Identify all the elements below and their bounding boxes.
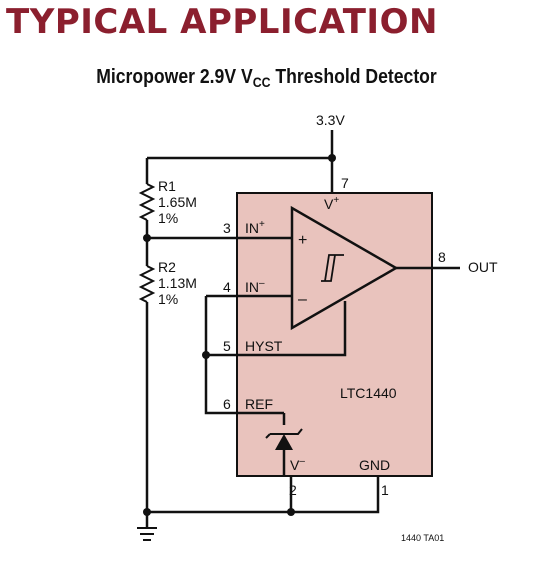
junction-dot bbox=[143, 508, 151, 516]
ground-icon bbox=[137, 527, 157, 541]
zener-diode-icon bbox=[275, 434, 293, 450]
pin6-number: 6 bbox=[223, 396, 231, 412]
pin3-name: IN bbox=[245, 220, 259, 236]
pin7-label: V+ bbox=[324, 195, 339, 212]
figure-title: Micropower 2.9V VCC Threshold Detector bbox=[32, 66, 501, 90]
pin3-number: 3 bbox=[223, 220, 231, 236]
pin1-number: 1 bbox=[381, 482, 389, 498]
pin7-name: V bbox=[324, 196, 334, 212]
noninverting-sign: + bbox=[298, 232, 307, 249]
pin6-label: REF bbox=[245, 396, 273, 412]
pin3-label: IN+ bbox=[245, 219, 265, 236]
junction-dot bbox=[287, 508, 295, 516]
r2-name: R2 bbox=[158, 259, 176, 275]
title-text-end: Threshold Detector bbox=[270, 66, 437, 88]
inverting-sign: – bbox=[298, 291, 307, 308]
pin4-number: 4 bbox=[223, 279, 231, 295]
section-heading: TYPICAL APPLICATION bbox=[6, 2, 438, 42]
resistor-r2 bbox=[138, 265, 156, 303]
junction-dot bbox=[143, 234, 151, 242]
pin8-number: 8 bbox=[438, 249, 446, 265]
pin4-name: IN bbox=[245, 279, 259, 295]
r1-name: R1 bbox=[158, 178, 176, 194]
pin2-sup: – bbox=[299, 456, 305, 467]
pin2-label: V– bbox=[290, 456, 305, 473]
title-text: Micropower 2.9V V bbox=[96, 66, 253, 88]
zener-bar bbox=[265, 428, 303, 439]
junction-dots bbox=[143, 154, 336, 516]
resistor-r1 bbox=[138, 183, 156, 221]
pin2-name: V bbox=[290, 457, 300, 473]
pin7-sup: + bbox=[333, 195, 339, 206]
title-subscript: CC bbox=[252, 74, 271, 90]
output-label: OUT bbox=[468, 259, 498, 275]
pin4-sup: – bbox=[259, 278, 265, 289]
wires bbox=[145, 130, 460, 528]
chip-name: LTC1440 bbox=[340, 385, 397, 401]
pin3-sup: + bbox=[259, 219, 265, 230]
hysteresis-icon bbox=[321, 254, 344, 282]
pin5-label: HYST bbox=[245, 338, 283, 354]
supply-label: 3.3V bbox=[316, 112, 345, 128]
junction-dot bbox=[328, 154, 336, 162]
pin1-label: GND bbox=[359, 457, 390, 473]
pin7-number: 7 bbox=[341, 175, 349, 191]
r2-tolerance: 1% bbox=[158, 291, 178, 307]
r2-value: 1.13M bbox=[158, 275, 197, 291]
comparator-symbol bbox=[290, 205, 399, 331]
r1-value: 1.65M bbox=[158, 194, 197, 210]
pin2-number: 2 bbox=[289, 482, 297, 498]
junction-dot bbox=[202, 351, 210, 359]
pin5-number: 5 bbox=[223, 338, 231, 354]
pin4-label: IN– bbox=[245, 278, 265, 295]
figure-code: 1440 TA01 bbox=[401, 533, 444, 543]
r1-tolerance: 1% bbox=[158, 210, 178, 226]
